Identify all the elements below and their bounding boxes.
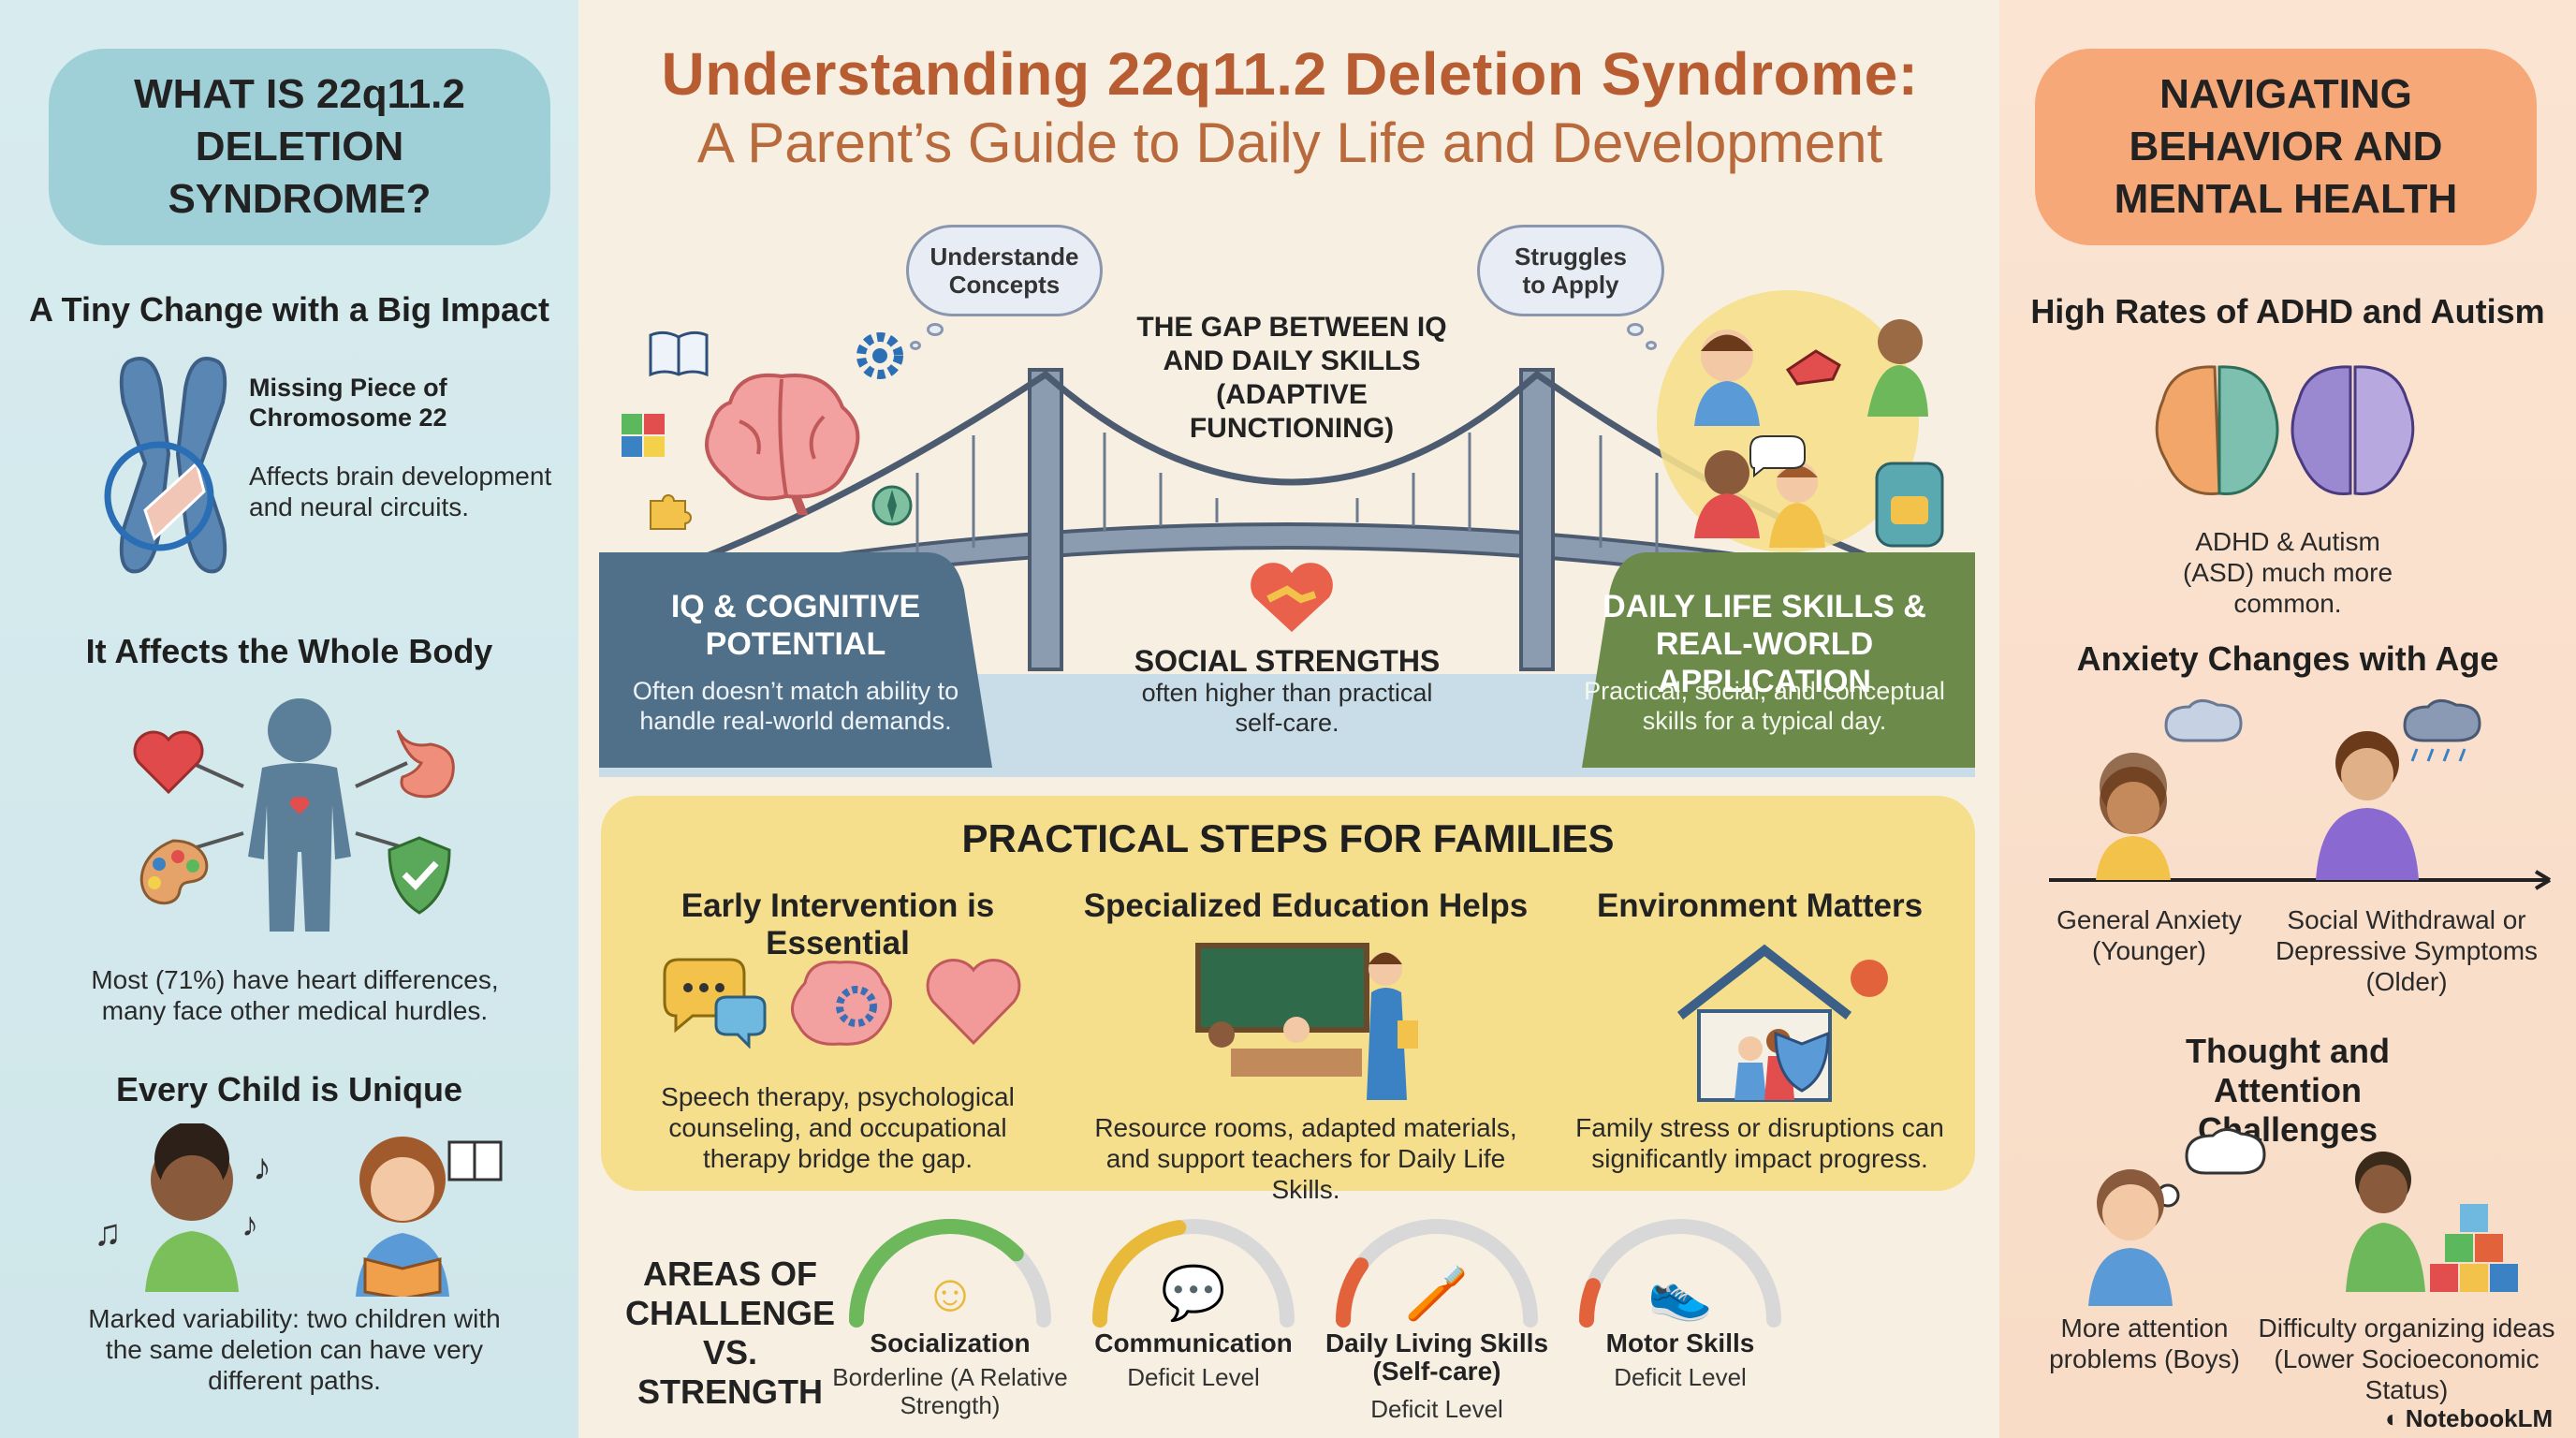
social-text: often higher than practical self-care. [1141, 679, 1433, 737]
card-text-early-intervention: Speech therapy, psychological counseling… [661, 1082, 1015, 1173]
struggles-to-apply-cloud: Struggles to Apply [1477, 225, 1664, 316]
gauge-icon: 💬 [1161, 1263, 1226, 1323]
blocks-child-icon [2346, 1152, 2518, 1292]
unique-title: Every Child is Unique [115, 1070, 463, 1108]
tiny-change-title: A Tiny Change with a Big Impact [28, 290, 550, 329]
brain-gear-icon [790, 961, 892, 1046]
gauge-level: Deficit Level [1370, 1395, 1503, 1423]
classroom-icon [1195, 943, 1418, 1100]
gauge-level: Borderline (A Relative Strength) [832, 1363, 1068, 1419]
page-title: Understanding 22q11.2 Deletion Syndrome: [661, 40, 1919, 108]
puzzle-piece-icon [650, 494, 692, 530]
thought-right-text: Difficulty organizing ideas (Lower Socio… [2258, 1313, 2555, 1404]
palette-icon [139, 839, 209, 905]
notebooklm-icon: ◐ [2385, 1404, 2400, 1432]
body-figure-icon [191, 698, 408, 932]
child-reading-icon [356, 1137, 503, 1297]
cloud-bubble [927, 323, 944, 336]
gauge-name: Daily Living Skills (Self-care) [1325, 1328, 1549, 1386]
daily-text: Practical, social, and conceptual skills… [1584, 677, 1945, 735]
svg-text:♪: ♪ [253, 1147, 271, 1188]
daily-life-kids-icon [1694, 319, 1944, 548]
left-header: WHAT IS 22q11.2 DELETION SYNDROME? [49, 49, 550, 245]
missing-piece-label: Missing Piece of Chromosome 22 [249, 374, 447, 432]
gauge-name: Communication [1094, 1328, 1293, 1357]
gap-title: THE GAP BETWEEN IQ AND DAILY SKILLS (ADA… [1136, 312, 1447, 444]
anxiety-title: Anxiety Changes with Age [2076, 639, 2499, 678]
page-subtitle: A Parent’s Guide to Daily Life and Devel… [696, 111, 1883, 174]
stomach-icon [396, 729, 455, 799]
adhd-title: High Rates of ADHD and Autism [2030, 292, 2545, 330]
card-title-environment: Environment Matters [1596, 888, 1924, 924]
gauge-name: Motor Skills [1605, 1328, 1755, 1357]
whole-body-title: It Affects the Whole Body [85, 632, 493, 670]
right-header: NAVIGATING BEHAVIOR AND MENTAL HEALTH [2035, 49, 2537, 245]
iq-title: IQ & COGNITIVE POTENTIAL [670, 589, 921, 662]
book-icon [649, 330, 709, 377]
speech-bubbles-icon [663, 958, 767, 1049]
card-text-specialized-education: Resource rooms, adapted materials, and s… [1094, 1113, 1517, 1204]
whole-body-text: Most (71%) have heart differences, many … [91, 965, 499, 1025]
gear-icon [856, 332, 903, 379]
cloud-bubble [1627, 323, 1644, 336]
card-title-early-intervention: Early Intervention is Essential [681, 888, 995, 961]
gauge-icon: 🪥 [1404, 1263, 1470, 1323]
cloud-bubble [1646, 341, 1657, 350]
cloud-bubble [910, 341, 921, 350]
iq-text: Often doesn’t match ability to handle re… [632, 677, 959, 735]
bridge-illustration [599, 290, 1975, 777]
heart-icon [133, 730, 204, 795]
gauge-name: Socialization [870, 1328, 1031, 1357]
gauge-fill [849, 1219, 1024, 1328]
daily-title: DAILY LIFE SKILLS & REAL-WORLD APPLICATI… [1603, 589, 1926, 699]
handshake-heart-icon [1251, 563, 1333, 632]
shield-check-icon [388, 836, 451, 915]
svg-text:♪: ♪ [242, 1205, 258, 1243]
affects-brain-text: Affects brain development and neural cir… [249, 462, 552, 521]
thinking-boy-icon [2088, 1128, 2266, 1306]
brain-icon [705, 373, 860, 515]
gauge-1: ☺ [849, 1219, 1051, 1328]
unique-text: Marked variability: two children with th… [88, 1304, 501, 1395]
svg-text:♫: ♫ [94, 1212, 122, 1254]
gauge-fill [1092, 1220, 1187, 1328]
right-panel: NAVIGATING BEHAVIOR AND MENTAL HEALTH Hi… [1999, 0, 2576, 1438]
practical-title: PRACTICAL STEPS FOR FAMILIES [961, 816, 1615, 860]
social-title: SOCIAL STRENGTHS [1134, 644, 1441, 678]
left-panel: WHAT IS 22q11.2 DELETION SYNDROME? A Tin… [0, 0, 578, 1438]
compass-icon [871, 485, 913, 526]
gauge-fill [1336, 1257, 1369, 1328]
gauge-icon: ☺ [923, 1263, 976, 1322]
gauge-level: Deficit Level [1127, 1363, 1260, 1391]
anxiety-younger-text: General Anxiety (Younger) [2056, 905, 2242, 965]
adhd-text: ADHD & Autism (ASD) much more common. [2182, 527, 2393, 618]
heart-icon [926, 959, 1021, 1046]
gauge-3: 🪥 [1336, 1219, 1538, 1328]
brains-icon [2155, 365, 2415, 496]
gauge-2: 💬 [1092, 1219, 1295, 1328]
brand-label: ◐ NotebookLM [2385, 1404, 2553, 1433]
card-title-specialized-education: Specialized Education Helps [1083, 888, 1529, 924]
gauge-icon: 👟 [1647, 1263, 1713, 1324]
gauge-4: 👟 [1578, 1219, 1781, 1328]
areas-label: AREAS OF CHALLENGE VS. STRENGTH [625, 1255, 835, 1411]
understand-concepts-cloud: Understande Concepts [906, 225, 1103, 316]
anxiety-older-text: Social Withdrawal or Depressive Symptoms… [2275, 905, 2539, 996]
anxiety-age-icon [2049, 699, 2552, 890]
chromosome-icon [104, 357, 227, 574]
brand-text: NotebookLM [2405, 1404, 2554, 1432]
puzzle-icon [622, 414, 665, 457]
card-text-environment: Family stress or disruptions can signifi… [1575, 1113, 1944, 1173]
gauge-fill [1578, 1278, 1601, 1328]
gauge-level: Deficit Level [1614, 1363, 1747, 1391]
thought-left-text: More attention problems (Boys) [2049, 1313, 2240, 1373]
family-house-icon [1676, 944, 1888, 1102]
child-music-icon: ♫ ♪ ♪ [94, 1123, 271, 1292]
